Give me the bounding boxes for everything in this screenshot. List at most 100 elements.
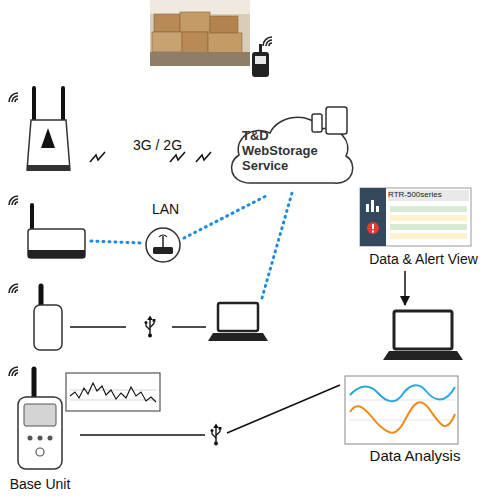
cardboard-box xyxy=(180,12,210,32)
router-circle xyxy=(146,228,180,262)
display-graph xyxy=(66,373,160,411)
cardboard-box xyxy=(210,16,238,33)
service-name: T&D WebStorage Service xyxy=(242,129,334,174)
link-label: LAN xyxy=(152,201,179,217)
logger-antenna xyxy=(259,44,262,53)
wireless-bolt xyxy=(90,152,105,162)
router-icon xyxy=(146,228,180,262)
cardboard-box xyxy=(208,33,242,54)
unit-key xyxy=(36,448,44,456)
graph-grid xyxy=(70,400,156,401)
chart-icon-bar xyxy=(366,204,369,212)
laptop-icon xyxy=(208,303,268,341)
wifi-symbol xyxy=(9,284,18,293)
lan-link xyxy=(184,196,266,238)
analysis-laptop xyxy=(383,311,463,360)
photo-background xyxy=(150,0,250,66)
laptop-screen xyxy=(218,303,258,331)
laptop-base xyxy=(208,333,268,341)
base-unit-caption: Base Unit xyxy=(0,476,80,492)
data-logger xyxy=(252,44,269,77)
logo-triangle xyxy=(41,128,55,148)
screen-title: RTR-500series xyxy=(388,190,470,199)
antenna xyxy=(32,369,37,400)
router-wave xyxy=(159,235,167,237)
chart-icon-bar xyxy=(376,206,379,212)
unit-body xyxy=(18,397,62,469)
cardboard-box xyxy=(154,14,180,32)
base-unit-node: Base Unit xyxy=(0,362,80,496)
wifi-symbol xyxy=(9,93,18,102)
laptop-screen xyxy=(394,311,452,349)
laptop-base xyxy=(383,351,463,360)
analysis-node: Data Analysis xyxy=(340,305,490,473)
connector-line xyxy=(80,385,340,435)
alert-view-node: RTR-500seriesData & Alert View xyxy=(355,185,492,271)
tablet-icon xyxy=(326,107,347,134)
analysis-chart xyxy=(345,376,458,444)
unit-key xyxy=(28,436,33,441)
unit-key xyxy=(48,436,53,441)
smartphone-icon xyxy=(312,114,322,132)
lan-base-unit xyxy=(28,205,85,258)
logger-screen xyxy=(255,56,266,64)
view-caption: Data & Alert View xyxy=(355,251,492,267)
usb-symbol xyxy=(145,316,156,338)
cellular-base-unit xyxy=(27,88,70,171)
lan-link xyxy=(91,241,143,243)
unit-display xyxy=(24,404,56,426)
connector-line xyxy=(404,271,406,305)
screen-header xyxy=(388,190,469,201)
screen-row xyxy=(390,233,467,239)
wireless-bolt xyxy=(196,152,211,162)
warehouse-photo xyxy=(150,0,250,66)
screen-row xyxy=(390,206,467,212)
cardboard-box xyxy=(182,32,208,54)
usb-cable xyxy=(172,326,206,328)
router-body xyxy=(153,247,173,254)
graph-frame xyxy=(66,373,160,411)
cardboard-box xyxy=(152,32,182,52)
antenna xyxy=(30,205,34,232)
analysis-caption: Data Analysis xyxy=(340,447,490,464)
photo-floor xyxy=(150,52,250,66)
unit-base xyxy=(28,250,85,258)
antenna xyxy=(61,88,65,121)
screen-frame xyxy=(360,188,471,246)
wireless-bolt xyxy=(170,152,185,162)
logger-body xyxy=(252,52,269,77)
unit-key xyxy=(38,436,43,441)
handheld-base-unit xyxy=(18,369,62,469)
alert-mark xyxy=(372,224,374,229)
wifi-symbol xyxy=(263,37,272,46)
chart-line-orange xyxy=(350,402,455,432)
chart-icon-bar xyxy=(371,200,374,212)
screen-sidebar xyxy=(360,188,386,246)
usb-cable xyxy=(70,326,126,328)
link-label: 3G / 2G xyxy=(133,137,182,153)
chart-line-blue xyxy=(350,385,455,401)
screen-row xyxy=(390,224,467,230)
alert-mark xyxy=(372,231,374,233)
chart-grid xyxy=(349,420,455,421)
graph-line xyxy=(70,383,156,402)
usb-symbol xyxy=(211,424,222,446)
upload-link xyxy=(262,193,292,298)
usb-base-unit xyxy=(34,286,62,350)
unit-foot xyxy=(27,165,70,171)
alert-icon xyxy=(367,222,379,234)
unit-body xyxy=(27,120,70,170)
unit-body xyxy=(28,229,85,258)
screen-row xyxy=(390,215,467,221)
cloud-service: T&D WebStorage Service xyxy=(222,105,358,190)
wifi-symbol xyxy=(9,196,18,205)
router-antenna xyxy=(162,236,164,247)
wifi-symbol xyxy=(9,367,18,376)
alert-view-screen xyxy=(360,188,471,246)
antenna xyxy=(32,88,36,121)
chart-frame xyxy=(345,376,458,444)
unit-body xyxy=(34,305,62,350)
